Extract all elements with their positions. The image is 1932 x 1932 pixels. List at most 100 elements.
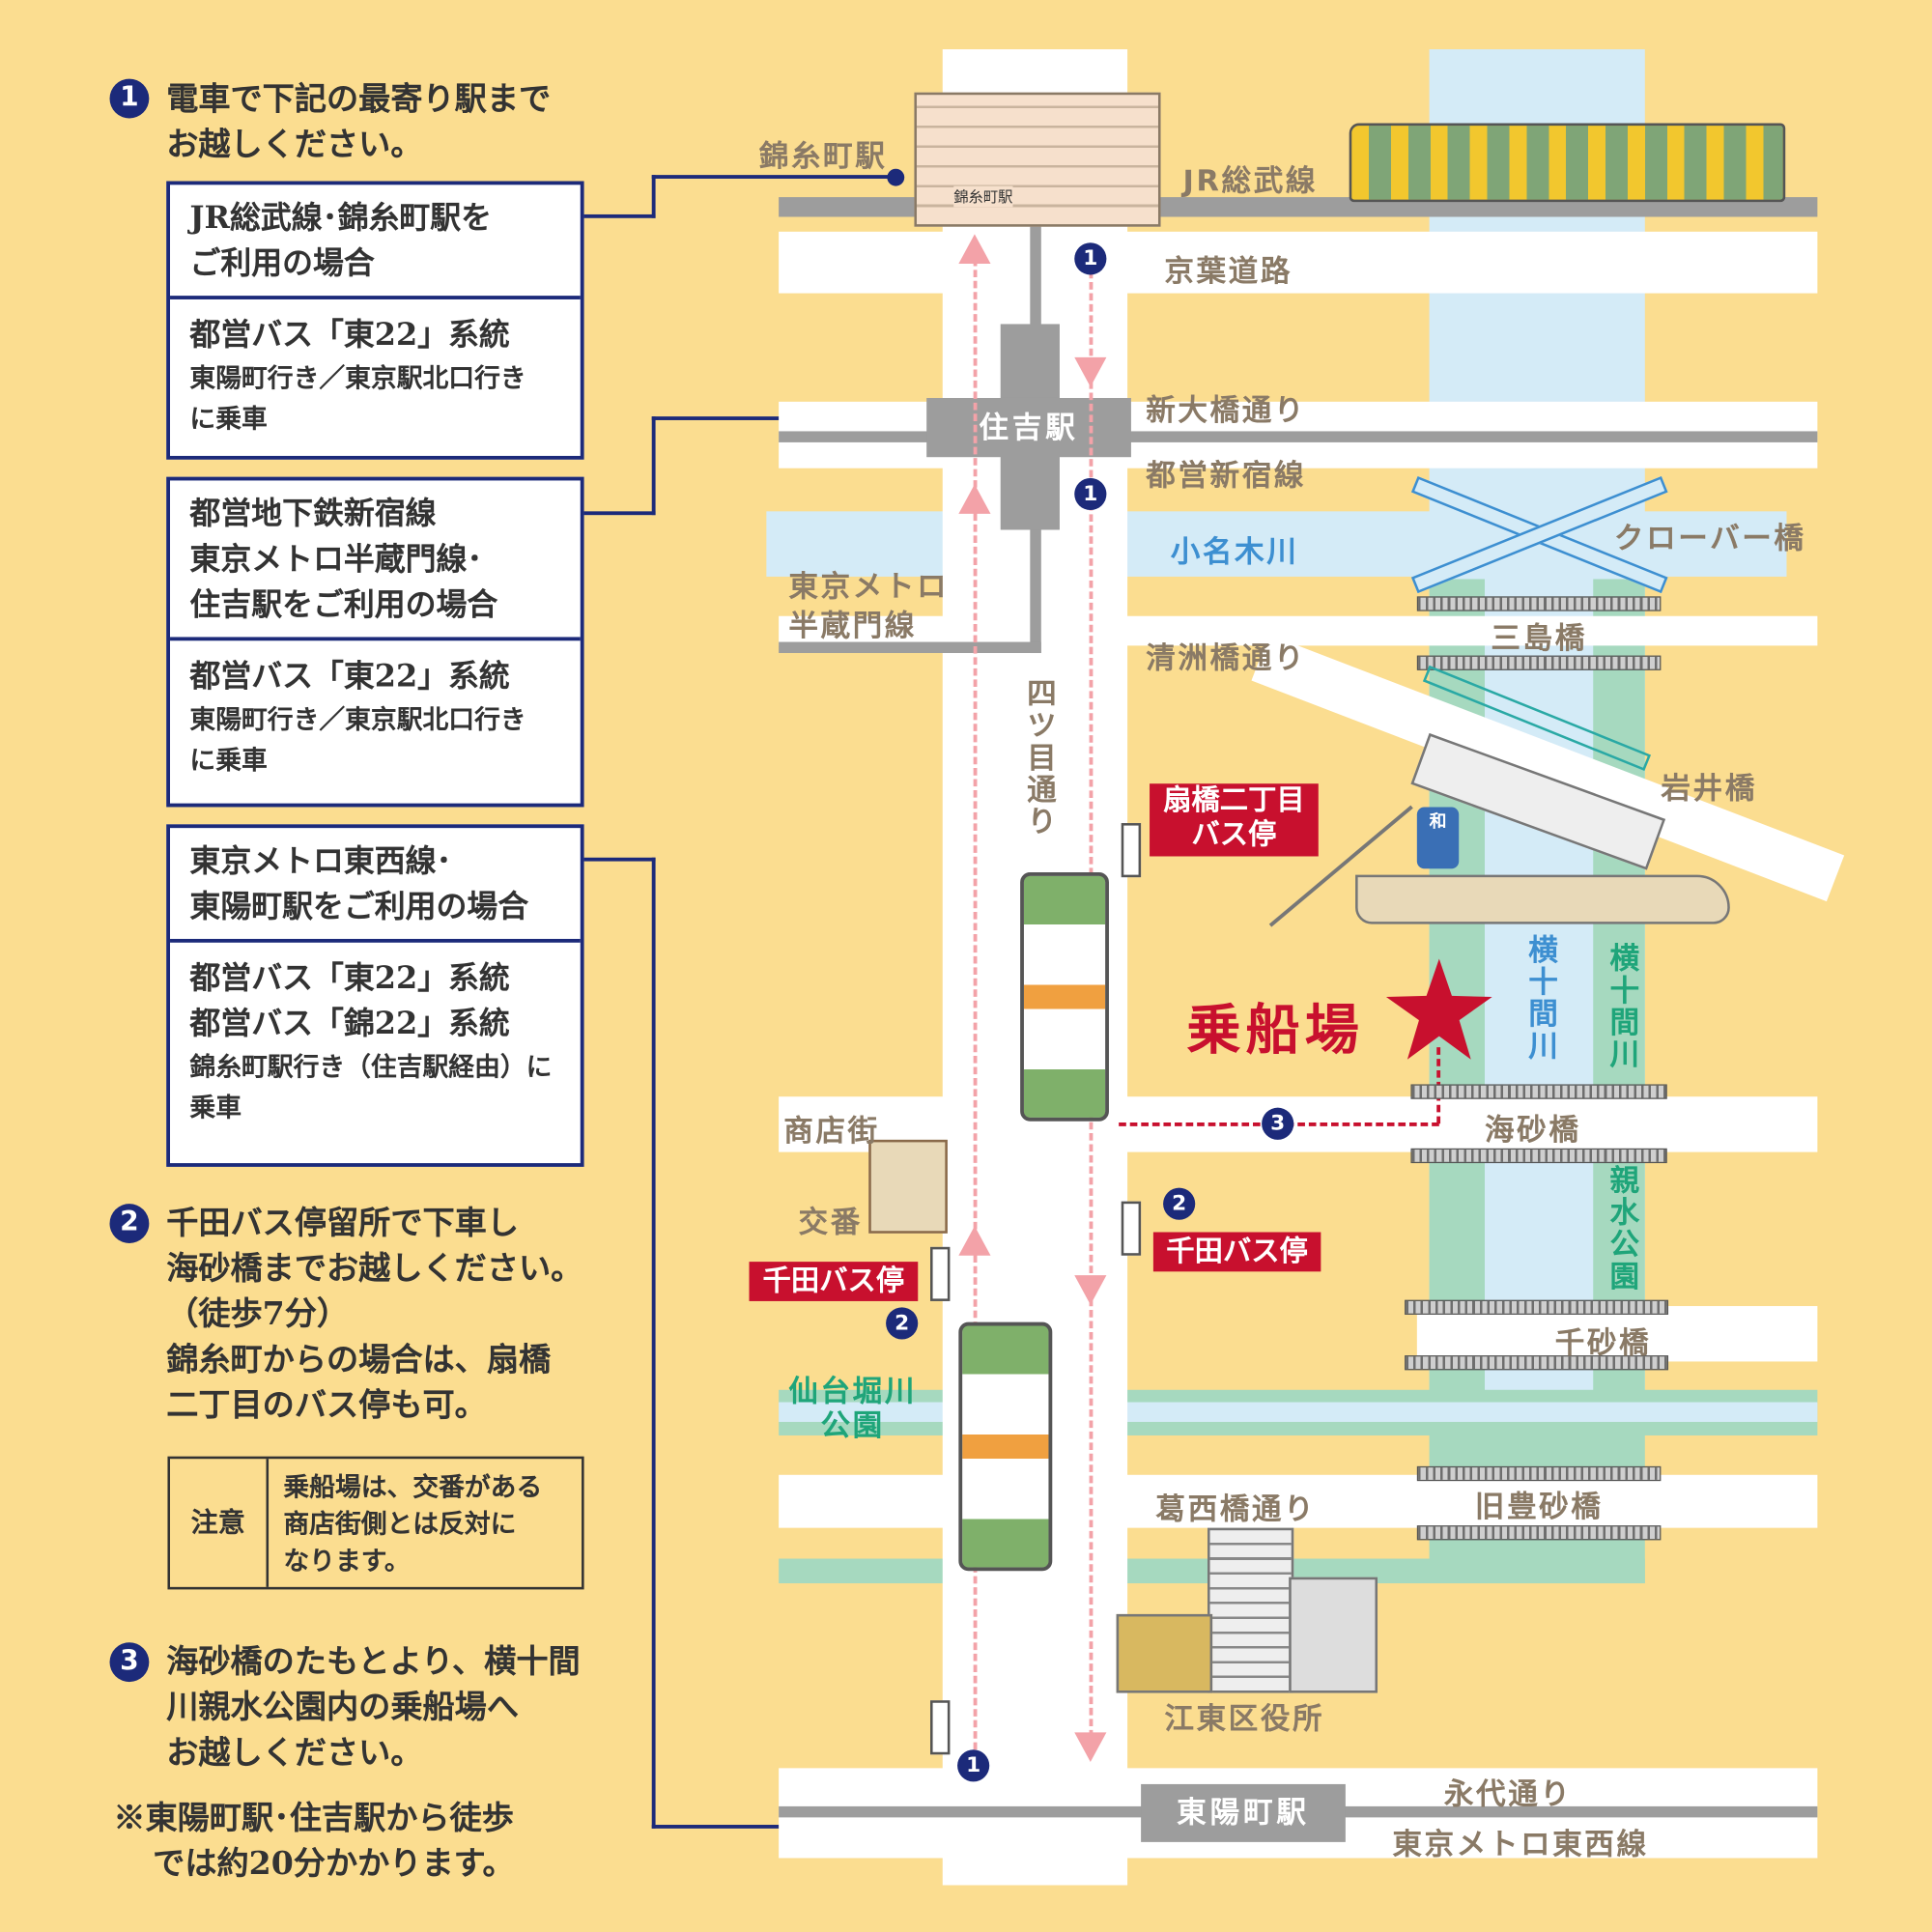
step-2-line: 二丁目のバス停も可。: [166, 1387, 487, 1425]
label-shotengai: 商店街: [783, 1114, 880, 1149]
label-line: 公園: [820, 1407, 885, 1443]
koban-illustration: [868, 1139, 948, 1234]
ward-office-annex: [1289, 1577, 1378, 1693]
footnote-line: では約20分かかります。: [153, 1845, 515, 1883]
detail-line: に乗車: [189, 744, 268, 776]
kyu-hosabashi-bridge: [1416, 1465, 1662, 1482]
shinjuku-line: [779, 431, 1818, 442]
label-iwai: 岩井橋: [1661, 771, 1757, 807]
header-line: ご利用の場合: [189, 244, 375, 281]
kasai-road: [779, 1474, 1818, 1528]
note-label: 注意: [170, 1459, 270, 1587]
header-line: JR総武線･錦糸町駅を: [189, 199, 493, 236]
connector-line: [651, 416, 896, 420]
arrow-down-icon: [1074, 356, 1107, 387]
note-line: 商店街側とは反対に: [283, 1508, 517, 1540]
label-boarding-point[interactable]: 乗船場: [1186, 999, 1364, 1063]
marker-1: 1: [1074, 477, 1107, 511]
bus-stop-pole-icon: [1121, 823, 1142, 878]
step-2-marker: 2: [109, 1204, 150, 1243]
bus-stop-pole-icon: [930, 1700, 951, 1755]
label-sendaibori: 仙台堀川公園: [788, 1374, 917, 1442]
connector-line: [651, 175, 896, 179]
bus-line: 都営バス「東22」系統: [189, 658, 510, 695]
bus-illustration: [1020, 872, 1109, 1122]
connector-line: [583, 511, 656, 516]
hanzomon-line: [779, 641, 1041, 654]
label-clover: クローバー橋: [1613, 521, 1806, 556]
label-hanzomon: 東京メトロ半蔵門線: [788, 567, 949, 646]
bus-line: 都営バス「東22」系統: [189, 316, 510, 353]
detail-line: 錦糸町駅行き（住吉駅経由）に: [189, 1051, 553, 1082]
label-shinsui-park: 親水公園: [1604, 1164, 1639, 1293]
detail-line: に乗車: [189, 403, 268, 434]
label-line: バス停: [1191, 819, 1277, 852]
label-koto-ward-office: 江東区役所: [1164, 1701, 1325, 1737]
label-shin-ohashi: 新大橋通り: [1146, 392, 1307, 428]
bus-line: 都営バス「東22」系統: [189, 959, 510, 996]
route-box-sumiyoshi: 都営地下鉄新宿線東京メトロ半蔵門線･住吉駅をご利用の場合 都営バス「東22」系統…: [166, 476, 584, 808]
senda-bus-stop-label-west: 千田バス停: [749, 1262, 919, 1301]
sendaibori-river: [779, 1402, 1818, 1422]
footnote: ※東陽町駅･住吉駅から徒歩 では約20分かかります。: [113, 1797, 514, 1888]
route-box-header: 東京メトロ東西線･東陽町駅をご利用の場合: [170, 828, 581, 943]
connector-line: [651, 175, 656, 218]
arrow-up-icon: [958, 1226, 991, 1256]
label-yokojukken-river: 横十間川: [1522, 933, 1558, 1063]
label-kaisabashi: 海砂橋: [1484, 1112, 1581, 1148]
label-yokojukken-park: 横十間川: [1604, 942, 1639, 1071]
note-line: なります。: [283, 1545, 411, 1577]
route-box-header: 都営地下鉄新宿線東京メトロ半蔵門線･住吉駅をご利用の場合: [170, 480, 581, 641]
jr-train-illustration: [1349, 123, 1786, 203]
boat-illustration: [1355, 874, 1730, 924]
header-line: 東京メトロ東西線･: [189, 842, 452, 879]
toyocho-station[interactable]: 東陽町駅: [1141, 1783, 1346, 1842]
sensabashi-road: [1416, 1306, 1818, 1362]
label-keiyo: 京葉道路: [1164, 253, 1293, 289]
step-2-line: 錦糸町からの場合は、扇橋: [166, 1342, 552, 1379]
step-1-marker: 1: [109, 78, 150, 119]
kaisabashi-bridge: [1410, 1084, 1667, 1099]
step-3-line: 川親水公園内の乗船場へ: [166, 1689, 520, 1726]
connector-line: [651, 857, 656, 1829]
marker-2: 2: [886, 1307, 919, 1340]
label-tozai: 東京メトロ東西線: [1392, 1827, 1649, 1862]
label-koban: 交番: [798, 1205, 863, 1240]
bus-illustration: [958, 1321, 1053, 1572]
header-line: 住吉駅をご利用の場合: [189, 586, 498, 623]
step-2-line: （徒歩7分）: [166, 1295, 350, 1334]
detail-line: 東陽町行き／東京駅北口行き: [189, 361, 526, 393]
label-kiyosu: 清洲橋通り: [1146, 640, 1307, 675]
label-onagi: 小名木川: [1170, 534, 1299, 570]
keiyo-road: [779, 231, 1818, 294]
step-3-line: お越しください。: [166, 1734, 423, 1773]
route-box-kinshicho: JR総武線･錦糸町駅をご利用の場合 都営バス「東22」系統東陽町行き／東京駅北口…: [166, 181, 584, 460]
marker-2: 2: [1163, 1187, 1196, 1220]
senda-bus-stop-label-east: 千田バス停: [1152, 1232, 1321, 1272]
label-kinshicho: 錦糸町駅: [758, 139, 888, 174]
ogibashi-bus-stop-label: 扇橋二丁目バス停: [1150, 783, 1319, 857]
kinshicho-station-building: 錦糸町駅: [914, 92, 1161, 227]
note-box: 注意 乗船場は、交番がある商店街側とは反対になります。: [167, 1456, 584, 1590]
label-sensabashi: 千砂橋: [1554, 1325, 1652, 1361]
footnote-line: ※東陽町駅･住吉駅から徒歩: [113, 1800, 514, 1837]
step-2-line: 海砂橋までお越しください。: [166, 1250, 583, 1288]
note-line: 乗船場は、交番がある: [283, 1470, 543, 1502]
route-box-body: 都営バス「東22」系統東陽町行き／東京駅北口行きに乗車: [170, 299, 581, 451]
sensabashi-bridge: [1405, 1299, 1669, 1315]
boatman-illustration: 和: [1416, 807, 1460, 869]
label-jr-sobu: JR総武線: [1182, 163, 1319, 199]
star-boarding-icon: [1385, 958, 1492, 1060]
arrow-down-icon: [1074, 1275, 1107, 1305]
route-box-body: 都営バス「東22」系統東陽町行き／東京駅北口行きに乗車: [170, 640, 581, 792]
step-1-line: 電車で下記の最寄り駅まで: [166, 81, 552, 119]
label-mishima: 三島橋: [1491, 620, 1587, 656]
bus-line: 都営バス「錦22」系統: [189, 1005, 510, 1041]
header-line: 東京メトロ半蔵門線･: [189, 540, 483, 577]
sumiyoshi-station[interactable]: 住吉駅: [926, 397, 1131, 458]
label-shinjuku-line: 都営新宿線: [1146, 458, 1307, 494]
route-dash-up: [973, 258, 978, 1750]
arrow-down-icon: [1074, 1732, 1107, 1762]
step-1-line: お越しください。: [166, 127, 423, 164]
